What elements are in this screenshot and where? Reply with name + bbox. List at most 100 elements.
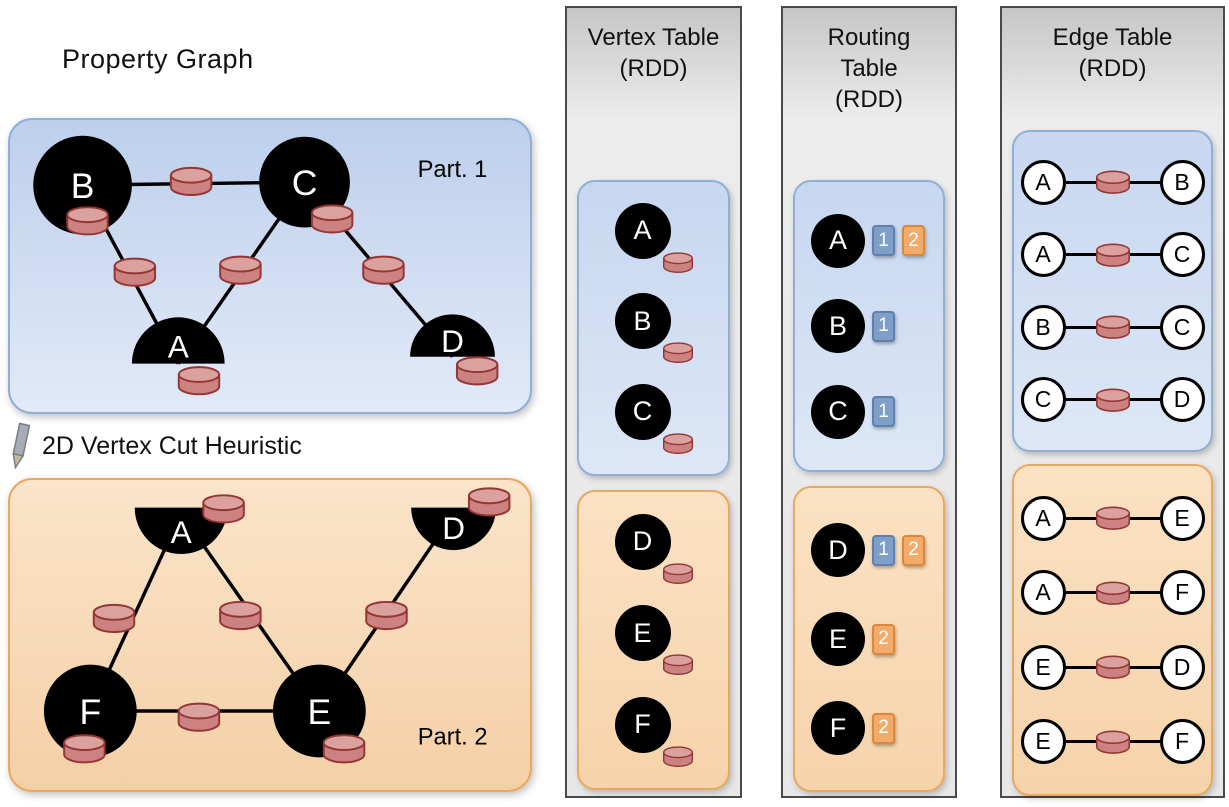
routing-entry: F 2 [811, 701, 895, 755]
edge-src-circle: A [1020, 570, 1066, 616]
edge-line [1065, 170, 1160, 194]
vertex-D-halfcircle [411, 507, 497, 551]
edge-property-cylinder-icon [365, 600, 408, 631]
routing-table-title: Routing Table (RDD) [783, 22, 955, 116]
vertex-table-row: F [614, 696, 693, 767]
edge-line [1065, 243, 1160, 267]
edge-line [1065, 730, 1160, 754]
vertex-property-cylinder-icon [310, 204, 354, 234]
vertex-F-circle [43, 664, 137, 758]
partition-1-label: Part. 1 [418, 157, 488, 183]
edge-property-cylinder-icon [1095, 655, 1130, 680]
edge-src-circle: A [1020, 232, 1066, 278]
vertex-circle: C [614, 383, 671, 440]
edge-row: A C [1020, 232, 1205, 278]
vertex-F-label: F [79, 692, 101, 732]
partition-badge-2: 2 [902, 534, 925, 566]
edge-line [1065, 506, 1160, 530]
vertex-table-row: B [614, 293, 693, 363]
property-cylinder-icon [662, 562, 693, 584]
vertex-table-row: A [614, 202, 693, 273]
partition-badge-2: 2 [902, 225, 925, 256]
routing-entry: D 1 2 [811, 523, 925, 577]
vertex-table-title: Vertex Table (RDD) [567, 22, 740, 84]
vertex-A-label: A [171, 514, 192, 550]
vertex-A-halfcircle [134, 507, 228, 555]
edge-dst-circle: E [1159, 495, 1205, 541]
vertex-property-cylinder-icon [467, 487, 511, 517]
edge-row: E F [1020, 719, 1205, 765]
routing-table-title-line1: Routing [827, 24, 911, 51]
partition-badge-2: 2 [872, 712, 895, 744]
edge-src-circle: E [1020, 719, 1066, 765]
edge-line [1065, 315, 1160, 340]
edge-line [1065, 581, 1160, 605]
vertex-table-row: E [614, 605, 693, 675]
vertex-cut-row: 2D Vertex Cut Heuristic [10, 418, 302, 474]
edge-src-circle: A [1020, 159, 1066, 205]
property-cylinder-icon [662, 342, 693, 363]
partition-1-graph: B C A D Part. 1 [33, 135, 499, 396]
edge-row: E D [1020, 644, 1205, 690]
routing-entry: A 1 2 [811, 213, 925, 268]
edge-property-cylinder-icon [1095, 581, 1130, 605]
routing-vertex-circle: E [811, 612, 865, 666]
edge-row: B C [1020, 304, 1205, 350]
routing-table-part1-box: A 1 2 B 1 C 1 [793, 180, 945, 472]
property-cylinder-icon [662, 251, 693, 273]
partition-1-box: B C A D Part. 1 [8, 118, 532, 414]
vertex-table-row: C [614, 383, 693, 454]
edge-property-cylinder-icon [1095, 243, 1130, 267]
edge-src-circle: E [1020, 644, 1066, 690]
routing-entry: C 1 [811, 384, 895, 439]
vertex-E-label: E [308, 692, 332, 732]
edge-dst-circle: F [1159, 570, 1205, 616]
partition-badge-2: 2 [872, 623, 895, 655]
edge-row: A E [1020, 495, 1205, 541]
edge-src-circle: C [1020, 377, 1066, 423]
vertex-D-label: D [441, 323, 464, 359]
vertex-circle: A [614, 202, 671, 259]
vertex-property-cylinder-icon [202, 494, 245, 524]
vertex-cut-heuristic-label: 2D Vertex Cut Heuristic [42, 431, 302, 460]
routing-entry: E 2 [811, 612, 895, 666]
edge-property-cylinder-icon [1095, 506, 1130, 530]
edge-property-cylinder-icon [219, 255, 262, 285]
vertex-property-cylinder-icon [455, 356, 499, 386]
vertex-circle: F [614, 696, 671, 753]
edge-property-cylinder-icon [362, 255, 405, 285]
edge-property-cylinder-icon [1095, 388, 1130, 412]
vertex-C-label: C [292, 163, 318, 203]
edge-property-cylinder-icon [219, 600, 262, 631]
vertex-property-cylinder-icon [322, 734, 366, 764]
edge-table-title: Edge Table (RDD) [1002, 22, 1223, 84]
edge-row: A B [1020, 159, 1205, 205]
vertex-property-cylinder-icon [63, 734, 106, 764]
edge-table-title-line2: (RDD) [1078, 55, 1147, 83]
property-graph-title: Property Graph [62, 44, 254, 74]
edge-line [1065, 655, 1160, 680]
vertex-circle: B [614, 293, 671, 349]
edge-table-part2-box: A E A F E D E [1012, 464, 1213, 796]
partition-2-graph: A D F E Part. 2 [43, 487, 511, 764]
edge-property-cylinder-icon [1095, 170, 1130, 194]
vertex-circle: E [614, 605, 671, 661]
edge-dst-circle: D [1159, 644, 1205, 690]
pencil-icon [12, 422, 31, 470]
routing-table-title-line3: (RDD) [835, 86, 903, 114]
vertex-table-title-line1: Vertex Table [587, 24, 720, 51]
edge-table-part1-box: A B A C B C C [1012, 130, 1213, 452]
vertex-property-cylinder-icon [177, 366, 221, 396]
vertex-A-halfcircle [131, 317, 225, 364]
vertex-A-label: A [168, 329, 189, 365]
edge-dst-circle: B [1159, 159, 1205, 205]
property-cylinder-icon [662, 745, 693, 767]
routing-table-part2-box: D 1 2 E 2 F 2 [793, 486, 945, 792]
routing-table-column: Routing Table (RDD) A 1 2 B 1 C 1 D 1 2 [781, 6, 957, 798]
edge-dst-circle: F [1159, 719, 1205, 765]
edge-row: A F [1020, 570, 1205, 616]
partition-badge-1: 1 [872, 534, 895, 566]
vertex-B-label: B [71, 166, 95, 206]
routing-vertex-circle: C [811, 384, 865, 439]
